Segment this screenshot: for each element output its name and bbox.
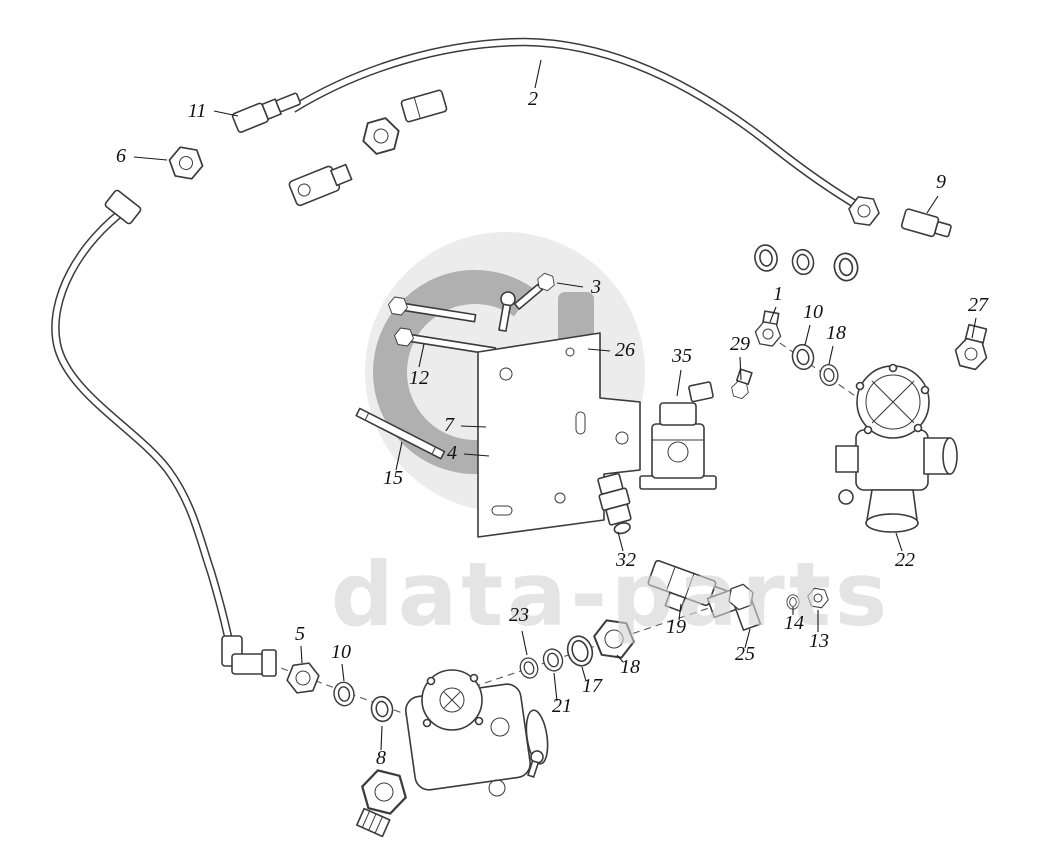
part-fitting-9	[900, 208, 952, 238]
part-ring-21	[540, 645, 566, 675]
part-solenoid-35	[639, 381, 717, 490]
part-label-8: 8	[376, 747, 386, 769]
part-nut-18b	[590, 618, 638, 660]
part-label-18: 18	[826, 322, 846, 344]
part-fitting-1	[752, 310, 784, 348]
part-hose-upper-nut	[357, 114, 405, 158]
part-valve-bottom	[356, 669, 549, 838]
part-label-6: 6	[116, 145, 126, 167]
part-label-7: 7	[444, 414, 455, 436]
part-label-18b: 18	[620, 656, 640, 678]
part-elbow-hose-end	[221, 635, 277, 677]
part-ring-18	[817, 362, 841, 388]
part-label-25: 25	[735, 643, 755, 665]
part-hose-upper	[290, 37, 863, 211]
part-nut-13	[805, 586, 831, 610]
part-hose-upper-connector	[400, 89, 448, 123]
part-valve-22	[835, 363, 958, 533]
part-label-32: 32	[615, 549, 636, 571]
part-label-29: 29	[730, 333, 750, 355]
logo-arc	[373, 270, 534, 474]
part-label-3: 3	[590, 276, 601, 298]
part-elbow-25	[706, 581, 762, 631]
part-label-13: 13	[809, 630, 829, 652]
part-ring-10	[789, 341, 817, 373]
part-label-5: 5	[295, 623, 305, 645]
part-fitting-32	[597, 472, 632, 535]
part-nut-5	[284, 661, 322, 695]
part-label-26: 26	[615, 339, 635, 361]
part-hose-upper-end-nut	[846, 195, 882, 227]
part-banjo-fitting	[288, 163, 353, 207]
part-hose-left-end-fitting	[104, 189, 142, 225]
part-label-4: 4	[447, 442, 457, 464]
part-label-2: 2	[528, 88, 538, 110]
part-stud-15	[355, 407, 446, 460]
leader-lines	[133, 59, 977, 751]
part-label-10: 10	[803, 301, 823, 323]
callout-labels: 11 6 2 9 3 26 12 35 29 1 10 18 27 7 4 15…	[116, 88, 989, 769]
part-nut-6	[166, 144, 206, 182]
part-label-9: 9	[936, 171, 946, 193]
part-label-11: 11	[188, 100, 207, 122]
part-tee-19	[647, 559, 727, 612]
part-bolt-3	[513, 270, 559, 310]
part-label-19: 19	[666, 616, 686, 638]
part-fitting-29	[728, 368, 753, 401]
part-fitting-11	[231, 92, 301, 133]
part-screw-round-head	[498, 291, 516, 332]
part-label-23: 23	[509, 604, 529, 626]
part-label-14: 14	[784, 612, 804, 634]
part-label-10b: 10	[331, 641, 351, 663]
part-label-17: 17	[582, 675, 603, 697]
part-label-27: 27	[968, 294, 989, 316]
part-washer-17	[566, 635, 594, 667]
assembly-axis-dashed	[769, 335, 859, 399]
part-ring-23	[517, 655, 541, 681]
parts-lineart	[51, 37, 991, 838]
part-label-12: 12	[409, 367, 429, 389]
part-hose-left	[51, 202, 234, 642]
watermark-text: data-parts	[331, 543, 892, 646]
part-label-21: 21	[552, 695, 572, 717]
part-label-22: 22	[895, 549, 915, 571]
part-label-35: 35	[671, 345, 692, 367]
part-bolts-12	[386, 295, 497, 356]
part-plug-27	[951, 323, 991, 373]
part-ring-10b	[331, 680, 357, 708]
part-washer-set-top-right	[752, 242, 861, 284]
part-label-15: 15	[383, 467, 403, 489]
part-ring-8	[368, 694, 396, 724]
part-label-1: 1	[773, 283, 783, 305]
